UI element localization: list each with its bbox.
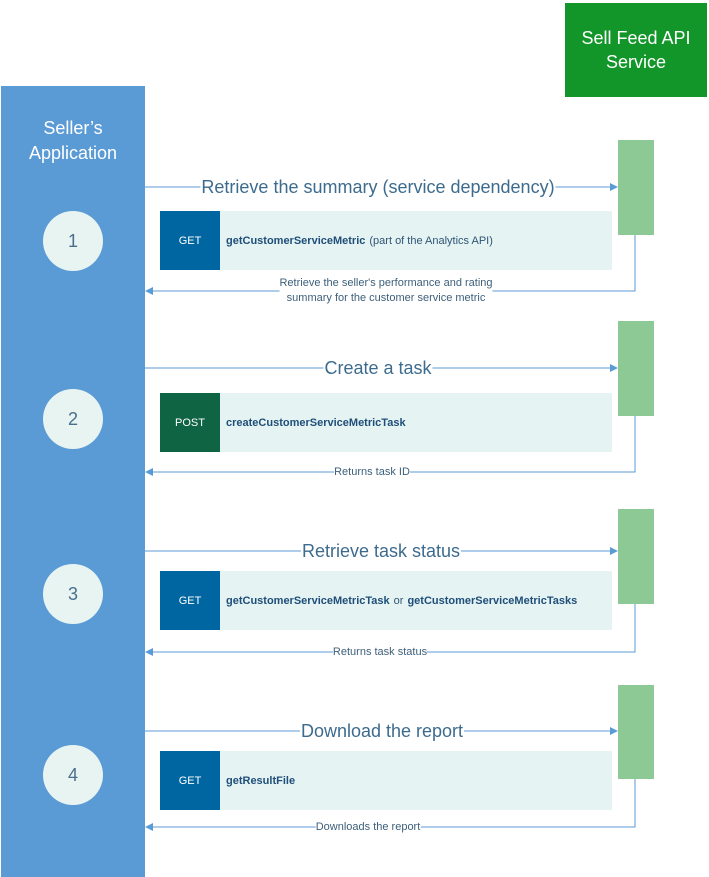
method-badge-post: POST <box>160 393 220 452</box>
service-activation-2 <box>618 321 654 416</box>
service-activation-3 <box>618 509 654 604</box>
sell-feed-api-service-box: Sell Feed API Service <box>565 3 707 97</box>
method-badge-get: GET <box>160 211 220 270</box>
request-text: getResultFile <box>226 751 295 810</box>
seller-application-title: Seller’s Application <box>28 118 118 163</box>
return-arrow-3 <box>145 604 636 656</box>
call-label-1: Retrieve the summary (service dependency… <box>200 176 556 198</box>
endpoint-name: getCustomerServiceMetricTask <box>226 594 390 607</box>
request-text: createCustomerServiceMetricTask <box>226 393 406 452</box>
request-row-4: GET getResultFile <box>160 751 612 810</box>
step-number-1: 1 <box>43 211 103 271</box>
return-arrow-4 <box>145 779 636 831</box>
call-label-4: Download the report <box>299 720 465 742</box>
endpoint-name-2: getCustomerServiceMetricTasks <box>407 594 578 607</box>
request-text: getCustomerServiceMetric (part of the An… <box>226 211 493 270</box>
service-activation-4 <box>618 685 654 779</box>
method-badge-get: GET <box>160 571 220 630</box>
request-row-3: GET getCustomerServiceMetricTask or getC… <box>160 571 612 630</box>
return-arrow-2 <box>145 416 636 476</box>
endpoint-name: getCustomerServiceMetric <box>226 234 366 247</box>
service-activation-1 <box>618 140 654 235</box>
step-number-3: 3 <box>43 564 103 624</box>
return-label-2: Returns task ID <box>334 465 410 480</box>
return-label-4: Downloads the report <box>315 820 421 835</box>
call-label-3: Retrieve task status <box>300 540 462 562</box>
step-number-4: 4 <box>43 745 103 805</box>
call-label-2: Create a task <box>323 357 433 379</box>
request-text: getCustomerServiceMetricTask or getCusto… <box>226 571 577 630</box>
return-label-3: Returns task status <box>332 645 428 660</box>
step-number-2: 2 <box>43 389 103 449</box>
request-row-1: GET getCustomerServiceMetric (part of th… <box>160 211 612 270</box>
method-badge-get: GET <box>160 751 220 810</box>
request-row-2: POST createCustomerServiceMetricTask <box>160 393 612 452</box>
endpoint-name: createCustomerServiceMetricTask <box>226 416 406 429</box>
endpoint-name: getResultFile <box>226 774 296 787</box>
endpoint-connector: or <box>393 594 404 607</box>
return-label-1: Retrieve the seller's performance and ra… <box>279 276 493 306</box>
endpoint-note: (part of the Analytics API) <box>369 234 493 247</box>
